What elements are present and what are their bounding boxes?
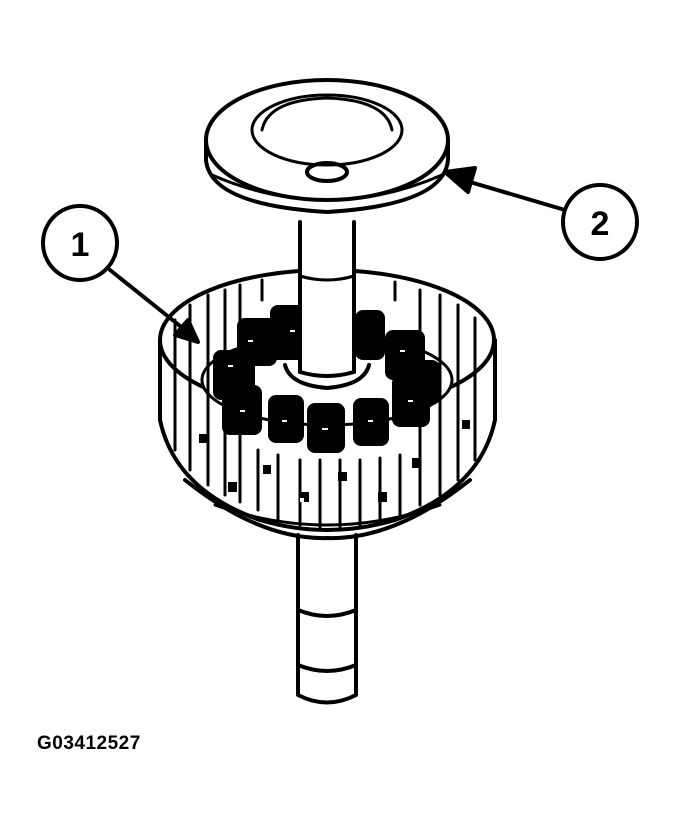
leader-line-2	[443, 166, 567, 212]
spring-coil-marks	[228, 330, 413, 430]
lower-shaft	[296, 533, 358, 705]
retainer-disc	[204, 78, 450, 214]
callout-2-label: 2	[591, 205, 610, 243]
figure-id: G03412527	[37, 733, 141, 754]
leader-line-1	[108, 268, 200, 344]
callout-1-label: 1	[71, 226, 90, 264]
upper-shaft	[298, 220, 356, 380]
callout-1	[41, 204, 119, 282]
callout-2	[561, 183, 639, 261]
